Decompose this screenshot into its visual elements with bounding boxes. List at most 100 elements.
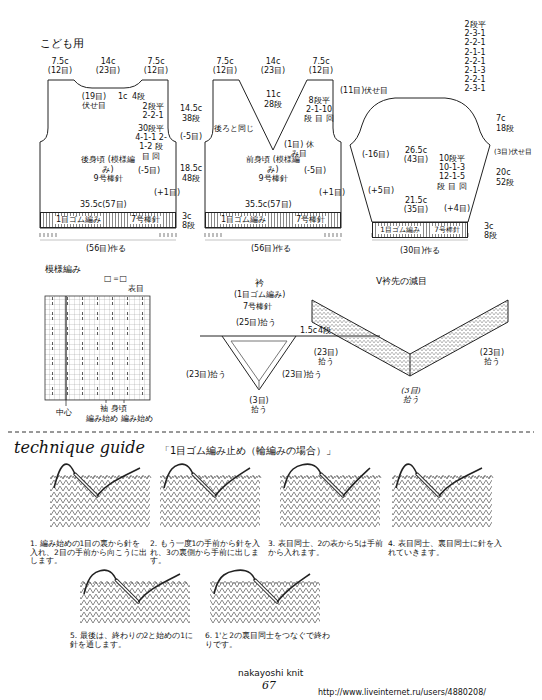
drawing-stroke xyxy=(112,347,113,350)
drawing-stroke xyxy=(210,570,320,624)
drawing-stroke xyxy=(410,354,411,376)
drawing-stroke xyxy=(82,297,83,300)
drawing-stroke xyxy=(97,302,98,305)
dimension-label: 7.5c (12目) xyxy=(142,57,170,75)
drawing-stroke xyxy=(97,468,140,496)
drawing-stroke xyxy=(112,317,113,320)
dimension-label: 14.5c xyxy=(180,104,202,113)
drawing-stroke xyxy=(116,580,138,602)
drawing-stroke xyxy=(271,582,275,585)
drawing-stroke xyxy=(48,233,49,237)
dimension-label: 14c (23目) xyxy=(259,57,287,75)
drawing-stroke xyxy=(142,302,143,305)
drawing-stroke xyxy=(66,400,67,406)
drawing-stroke xyxy=(405,476,409,479)
dimension-label: 8段 xyxy=(484,231,497,240)
drawing-stroke xyxy=(142,362,143,365)
drawing-stroke xyxy=(277,582,281,585)
drawing-stroke xyxy=(365,476,369,479)
dimension-label: 35.5c(57目) xyxy=(245,200,292,209)
drawing-stroke xyxy=(193,474,215,496)
dimension-label: 11c xyxy=(266,90,281,99)
dimension-label: 6. 1'と2の裏目同士をつなぐで終わりです。 xyxy=(205,632,335,649)
drawing-stroke xyxy=(97,387,98,390)
drawing-stroke xyxy=(97,347,98,350)
drawing-stroke xyxy=(229,582,233,585)
drawing-stroke xyxy=(142,377,143,380)
drawing-stroke xyxy=(112,387,113,390)
drawing-stroke xyxy=(75,474,97,496)
drawing-stroke xyxy=(127,317,128,320)
drawing-stroke xyxy=(135,582,139,585)
drawing-stroke xyxy=(67,372,68,375)
piece-name: 後身頃 (模様編み) xyxy=(80,155,136,174)
drawing-stroke xyxy=(245,476,249,479)
drawing-stroke xyxy=(259,381,260,390)
dimension-label: (30目)作る xyxy=(400,246,440,255)
drawing-stroke xyxy=(67,357,68,360)
drawing-stroke xyxy=(97,342,98,345)
drawing-stroke xyxy=(127,377,128,380)
drawing-stroke xyxy=(67,312,68,315)
drawing-stroke xyxy=(341,476,345,479)
drawing-stroke xyxy=(67,387,68,390)
step-caption: 3. 表目同士、2の表から5は手前から入れます。 xyxy=(268,540,386,557)
drawing-stroke xyxy=(321,474,343,496)
drawing-stroke xyxy=(392,464,493,528)
drawing-stroke xyxy=(127,327,128,330)
drawing-stroke xyxy=(205,233,206,237)
drawing-stroke xyxy=(280,464,381,528)
drawing-stroke xyxy=(97,312,98,315)
drawing-stroke xyxy=(221,476,225,479)
drawing-stroke xyxy=(289,582,293,585)
drawing-stroke xyxy=(211,582,215,585)
dimension-label: (23目)拾う xyxy=(186,370,226,379)
dimension-label: (56目)作る xyxy=(251,244,291,253)
drawing-stroke xyxy=(112,332,113,335)
drawing-stroke xyxy=(435,476,439,479)
drawing-stroke xyxy=(105,476,109,479)
drawing-stroke xyxy=(52,317,53,320)
dimension-label: 袖 身頃 xyxy=(100,404,127,413)
drawing-stroke xyxy=(353,476,357,479)
drawing-stroke xyxy=(142,372,143,375)
drawing-stroke xyxy=(371,476,375,479)
drawing-stroke xyxy=(329,476,333,479)
drawing-stroke xyxy=(67,297,68,300)
drawing-stroke xyxy=(97,327,98,330)
drawing-stroke xyxy=(311,476,315,479)
section-heading: (3目) 拾う xyxy=(398,386,424,404)
drawing-stroke xyxy=(127,332,128,335)
drawing-stroke xyxy=(231,341,287,381)
drawing-stroke xyxy=(179,476,183,479)
drawing-stroke xyxy=(439,468,482,496)
drawing-stroke xyxy=(52,312,53,315)
drawing-stroke xyxy=(99,476,103,479)
drawing-stroke xyxy=(52,342,53,345)
drawing-stroke xyxy=(82,317,83,320)
drawing-stroke xyxy=(82,377,83,380)
rib-band: 1目ゴム編み7号棒針 xyxy=(40,212,176,228)
drawing-stroke xyxy=(112,342,113,345)
dimension-label: 26.5c (43目) xyxy=(398,146,434,164)
dimension-label: 10段平 10-1-3 12-1-5 段 目 回 xyxy=(434,154,470,191)
drawing-stroke xyxy=(127,302,128,305)
drawing-stroke xyxy=(205,240,341,241)
rib-label: 1目ゴム編み xyxy=(378,226,422,234)
dimension-label: 2段平 2-2-1 xyxy=(140,102,166,120)
dimension-label: 18段 xyxy=(496,124,514,133)
drawing-stroke xyxy=(483,476,487,479)
drawing-stroke xyxy=(135,476,139,479)
dimension-label: 14c (23目) xyxy=(94,57,122,75)
drawing-stroke xyxy=(127,342,128,345)
dimension-label: (+5目) xyxy=(368,186,394,195)
drawing-stroke xyxy=(112,312,113,315)
drawing-stroke xyxy=(215,468,250,496)
drawing-stroke xyxy=(93,476,97,479)
drawing-stroke xyxy=(312,300,508,376)
drawing-stroke xyxy=(305,476,309,479)
drawing-stroke xyxy=(112,327,113,330)
drawing-stroke xyxy=(176,233,177,237)
drawing-stroke xyxy=(99,582,103,585)
drawing-stroke xyxy=(299,476,303,479)
